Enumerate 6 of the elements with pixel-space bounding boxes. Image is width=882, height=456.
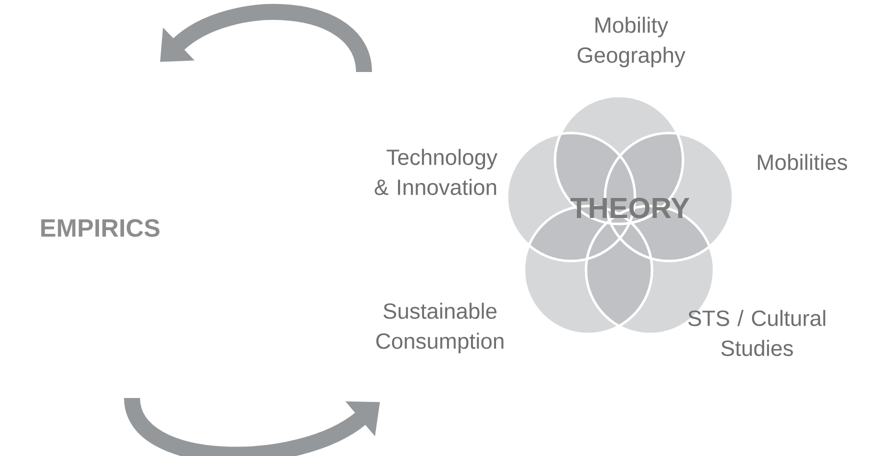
heading: EMPIRICS (41, 219, 160, 237)
circle-heading: Sustainable Consumption (376, 302, 504, 354)
circle-heading: STS / Cultural Studies (688, 310, 826, 356)
circle-heading: Technology & Innovation (374, 148, 498, 196)
circle-heading: Mobility Geography (578, 16, 686, 68)
circle-heading: Mobilities (758, 154, 848, 170)
